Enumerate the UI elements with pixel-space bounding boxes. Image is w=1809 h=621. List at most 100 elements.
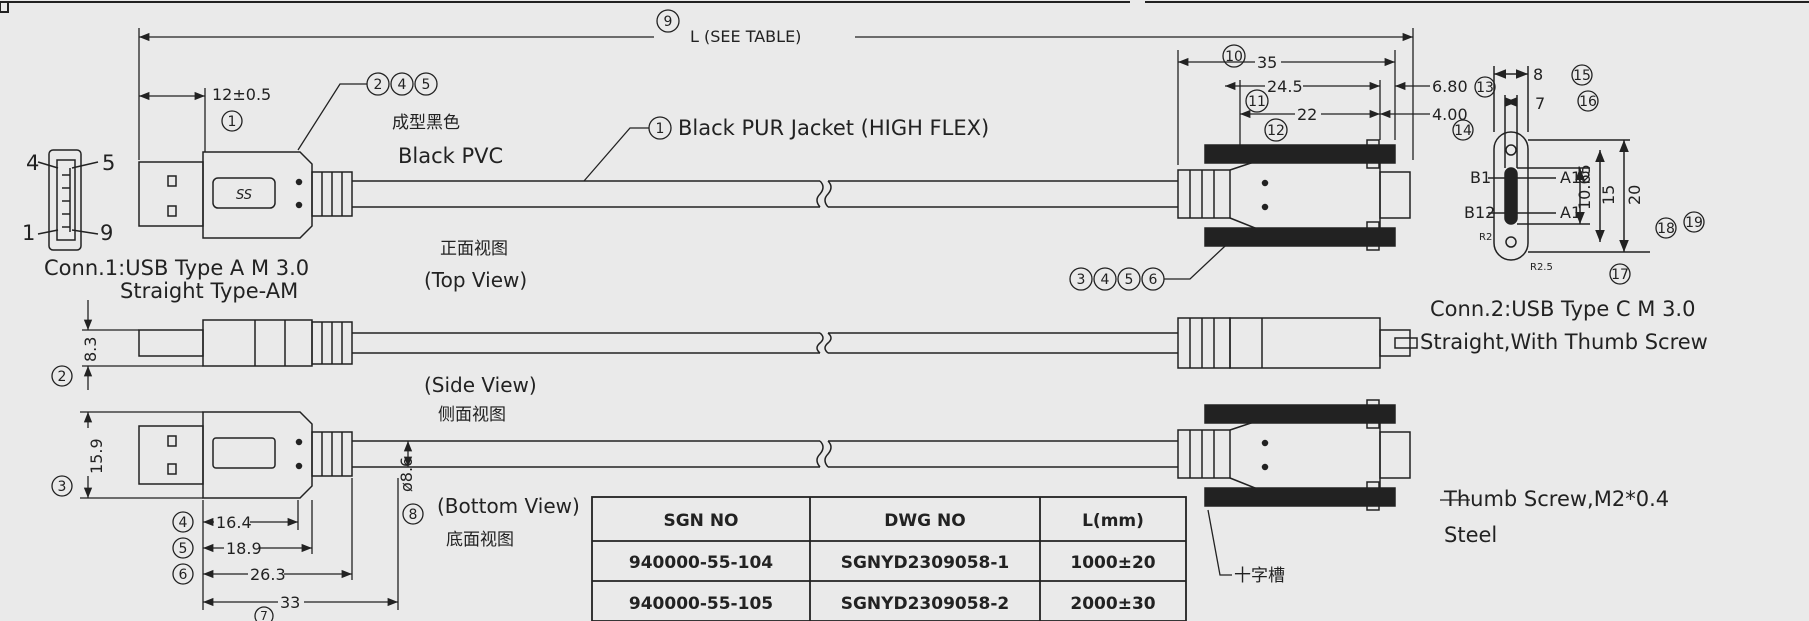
svg-text:17: 17 xyxy=(1611,267,1629,283)
balloon-11: 11 xyxy=(1245,89,1269,113)
bg-mask xyxy=(214,512,250,530)
dim-10-65: 10.65 xyxy=(1575,164,1594,210)
pin-9-label: 9 xyxy=(100,221,113,245)
drawing-frame xyxy=(0,1,1809,13)
balloon-19: 19 xyxy=(1683,211,1705,233)
dim-6-80: 6.80 xyxy=(1432,77,1468,96)
bg-mask xyxy=(86,428,106,476)
usb-c-end-view xyxy=(1488,66,1650,261)
balloon-7: 7 xyxy=(254,606,274,621)
balloon-10: 10 xyxy=(1222,44,1246,68)
top-view-label-cn: 正面视图 xyxy=(440,239,508,259)
svg-text:10: 10 xyxy=(1225,49,1243,65)
dim-33: 33 xyxy=(280,593,300,612)
table-header-sgn: SGN NO xyxy=(663,511,738,531)
svg-text:3: 3 xyxy=(1077,272,1086,288)
svg-text:8: 8 xyxy=(409,507,418,523)
balloon-1-jacket: 1 xyxy=(648,116,672,140)
pin-a1: A1 xyxy=(1560,203,1581,222)
balloon-1-dim: 1 xyxy=(221,110,243,132)
svg-text:16: 16 xyxy=(1579,94,1597,110)
leader-2-4-5 xyxy=(297,83,367,151)
svg-text:15: 15 xyxy=(1573,68,1591,84)
balloons-3-4-5-6: 3 4 5 6 xyxy=(1069,267,1165,291)
dim-dia-8-6: ø8.6 xyxy=(397,457,416,492)
conn1-label-line1: Conn.1:USB Type A M 3.0 xyxy=(44,256,309,280)
balloon-13: 13 xyxy=(1474,76,1496,98)
svg-text:6: 6 xyxy=(1149,272,1158,288)
bg-mask xyxy=(1295,105,1321,123)
svg-text:4: 4 xyxy=(1101,272,1110,288)
part-table: SGN NO DWG NO L(mm) 940000-55-104 SGNYD2… xyxy=(591,496,1187,621)
balloon-8: 8 xyxy=(402,503,424,525)
dim-35: 35 xyxy=(1257,53,1277,72)
svg-text:13: 13 xyxy=(1476,80,1494,96)
svg-text:3: 3 xyxy=(58,479,67,495)
table-cell: SGNYD2309058-1 xyxy=(841,553,1010,573)
side-view-label-en: (Side View) xyxy=(424,373,537,397)
bg-mask xyxy=(1255,53,1281,71)
bg-mask xyxy=(224,538,260,556)
cross-slot-label-cn: 十字槽 xyxy=(1234,566,1285,586)
balloon-12: 12 xyxy=(1264,118,1288,142)
svg-text:6: 6 xyxy=(179,567,188,583)
conn2-label-line2: Straight,With Thumb Screw xyxy=(1420,330,1708,354)
overall-length-label: L (SEE TABLE) xyxy=(690,27,801,46)
svg-text:1: 1 xyxy=(656,121,665,137)
pin-a12: A12 xyxy=(1560,168,1591,187)
overall-length-dimension xyxy=(138,28,1414,160)
usb-ss-logo: SS xyxy=(236,188,252,203)
svg-text:7: 7 xyxy=(260,609,268,621)
svg-text:19: 19 xyxy=(1685,215,1703,231)
radius-r2: R2 xyxy=(1479,232,1492,243)
bottom-view-usb-c-plug xyxy=(1177,399,1411,511)
dim-8-3-label: 8.3 xyxy=(81,337,100,362)
side-view-label-cn: 侧面视图 xyxy=(438,405,506,425)
conn1-label-line2: Straight Type-AM xyxy=(120,279,298,303)
table-header-length: L(mm) xyxy=(1082,511,1144,531)
jacket-label: Black PUR Jacket (HIGH FLEX) xyxy=(678,116,989,140)
thumb-screw-label-line1: Thumb Screw,M2*0.4 xyxy=(1443,487,1669,511)
dim-15-9-label: 15.9 xyxy=(87,438,106,474)
dim-8-3 xyxy=(82,300,203,390)
balloon-2: 2 xyxy=(51,365,73,387)
svg-text:2: 2 xyxy=(58,369,67,385)
bottom-view-label-cn: 底面视图 xyxy=(446,530,514,550)
dim-12-label: 12±0.5 xyxy=(212,85,271,104)
leader-cross-slot xyxy=(1207,509,1232,576)
side-view xyxy=(138,317,1418,369)
svg-text:5: 5 xyxy=(1125,272,1134,288)
dim-4-00: 4.00 xyxy=(1432,105,1468,124)
table-cell: SGNYD2309058-2 xyxy=(841,594,1010,614)
balloon-3: 3 xyxy=(51,475,73,497)
svg-text:18: 18 xyxy=(1657,221,1675,237)
bg-mask xyxy=(1265,78,1303,96)
dim-20: 20 xyxy=(1625,185,1644,205)
balloons-2-4-5: 2 4 5 xyxy=(366,72,438,96)
svg-text:9: 9 xyxy=(664,14,673,30)
balloon-15: 15 xyxy=(1571,64,1593,86)
balloon-6: 6 xyxy=(172,563,194,585)
dim-26-3: 26.3 xyxy=(250,565,286,584)
table-header-dwg: DWG NO xyxy=(884,511,965,531)
svg-text:5: 5 xyxy=(179,541,188,557)
balloon-18: 18 xyxy=(1655,217,1677,239)
dim-7: 7 xyxy=(1535,94,1545,113)
svg-text:14: 14 xyxy=(1454,123,1472,139)
dim-22: 22 xyxy=(1297,105,1317,124)
dim-16-4: 16.4 xyxy=(216,513,252,532)
svg-text:2: 2 xyxy=(374,77,383,93)
bg-mask xyxy=(278,592,304,610)
dim-24-5: 24.5 xyxy=(1267,77,1303,96)
conn2-label-line1: Conn.2:USB Type C M 3.0 xyxy=(1430,297,1695,321)
svg-text:11: 11 xyxy=(1248,94,1266,110)
pin-4-label: 4 xyxy=(26,151,39,175)
pin-1-label: 1 xyxy=(22,221,35,245)
balloon-4: 4 xyxy=(172,511,194,533)
balloon-14: 14 xyxy=(1452,119,1474,141)
bg-mask xyxy=(248,564,284,582)
table-cell: 2000±30 xyxy=(1070,594,1155,614)
top-view-cable xyxy=(352,180,1178,208)
svg-text:12: 12 xyxy=(1267,123,1285,139)
